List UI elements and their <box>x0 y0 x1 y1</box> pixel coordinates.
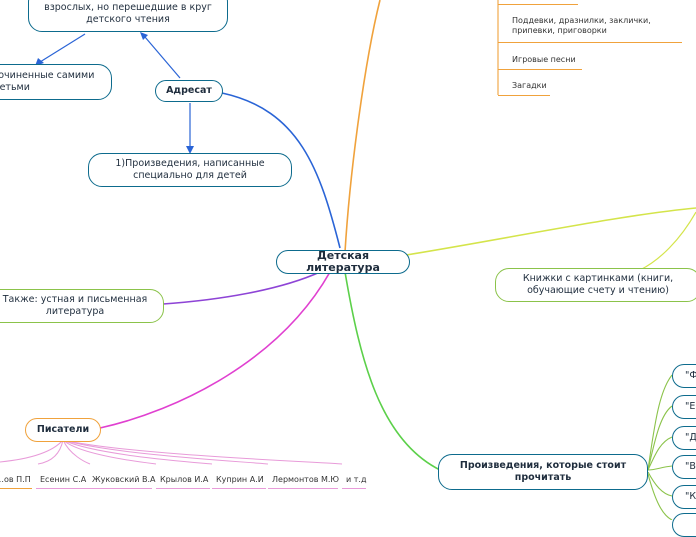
node-oral-written-label: Также: устная и письменная литература <box>2 294 148 317</box>
link-right-top <box>399 207 696 257</box>
link-reading-list <box>344 271 441 471</box>
writer-item[interactable]: и т.д <box>346 475 367 484</box>
reading-item[interactable]: "К <box>672 485 696 509</box>
reading-item[interactable]: "Д <box>672 426 696 450</box>
node-adult-works[interactable]: взрослых, но перешедшие в круг детского … <box>28 0 228 32</box>
link-oral-written <box>162 271 321 305</box>
link-writers <box>99 271 331 429</box>
link-folklore <box>344 0 381 253</box>
node-writers[interactable]: Писатели <box>25 418 101 442</box>
node-child-authored-label: сочиненные самими детьми <box>0 70 95 93</box>
writer-item[interactable]: Есенин С.А <box>40 475 87 484</box>
link-child-authored <box>39 33 86 63</box>
writer-item[interactable]: Куприн А.И <box>216 475 264 484</box>
node-adult-works-label: взрослых, но перешедшие в круг детского … <box>44 2 212 25</box>
node-central[interactable]: Детская литература <box>276 250 410 274</box>
node-for-children[interactable]: 1)Произведения, написанные специально дл… <box>88 153 292 187</box>
node-reading-list-label: Произведения, которые стоит прочитать <box>459 460 627 483</box>
reading-item-partial[interactable] <box>672 513 696 537</box>
reading-item[interactable]: "В <box>672 455 696 479</box>
node-for-children-label: 1)Произведения, написанные специально дл… <box>115 158 265 181</box>
writer-item[interactable]: Жуковский В.А <box>92 475 156 484</box>
folklore-item[interactable]: Игровые песни <box>512 55 576 64</box>
node-oral-written[interactable]: Также: устная и письменная литература <box>0 289 164 323</box>
node-addressee-label: Адресат <box>166 85 212 96</box>
node-addressee[interactable]: Адресат <box>155 80 223 102</box>
connector-lines <box>0 0 696 520</box>
link-addressee <box>221 92 341 249</box>
writer-item[interactable]: …ов П.П <box>0 475 31 484</box>
link-adult-works <box>144 36 181 79</box>
node-writers-label: Писатели <box>36 424 90 435</box>
node-picture-books[interactable]: Книжки с картинками (книги, обучающие сч… <box>495 268 696 302</box>
reading-item[interactable]: "Е <box>672 395 696 419</box>
node-central-label: Детская литература <box>306 249 380 274</box>
reading-item[interactable]: "Ф <box>672 364 696 388</box>
writer-item[interactable]: Крылов И.А <box>160 475 209 484</box>
node-reading-list[interactable]: Произведения, которые стоит прочитать <box>438 454 648 490</box>
folklore-item[interactable]: Загадки <box>512 81 547 90</box>
writer-item[interactable]: Лермонтов М.Ю <box>272 475 340 484</box>
node-child-authored[interactable]: сочиненные самими детьми <box>0 64 112 100</box>
link-picture-books <box>639 211 696 271</box>
folklore-item[interactable]: Поддевки, дразнилки, заклички, припевки,… <box>512 16 651 35</box>
node-picture-books-label: Книжки с картинками (книги, обучающие сч… <box>522 273 674 296</box>
